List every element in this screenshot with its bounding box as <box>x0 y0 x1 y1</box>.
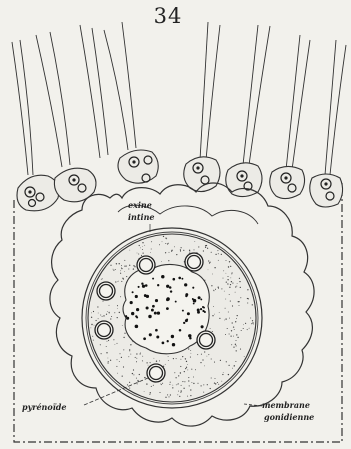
label-membrane: membrane <box>262 401 310 410</box>
label-exine: exine <box>128 201 152 210</box>
label-pyrenoide: pyrénoïde <box>22 403 66 412</box>
nucleus <box>123 265 209 354</box>
flagella <box>12 22 346 175</box>
label-intine: intine <box>128 213 155 222</box>
label-gonidienne: gonidienne <box>264 413 314 422</box>
